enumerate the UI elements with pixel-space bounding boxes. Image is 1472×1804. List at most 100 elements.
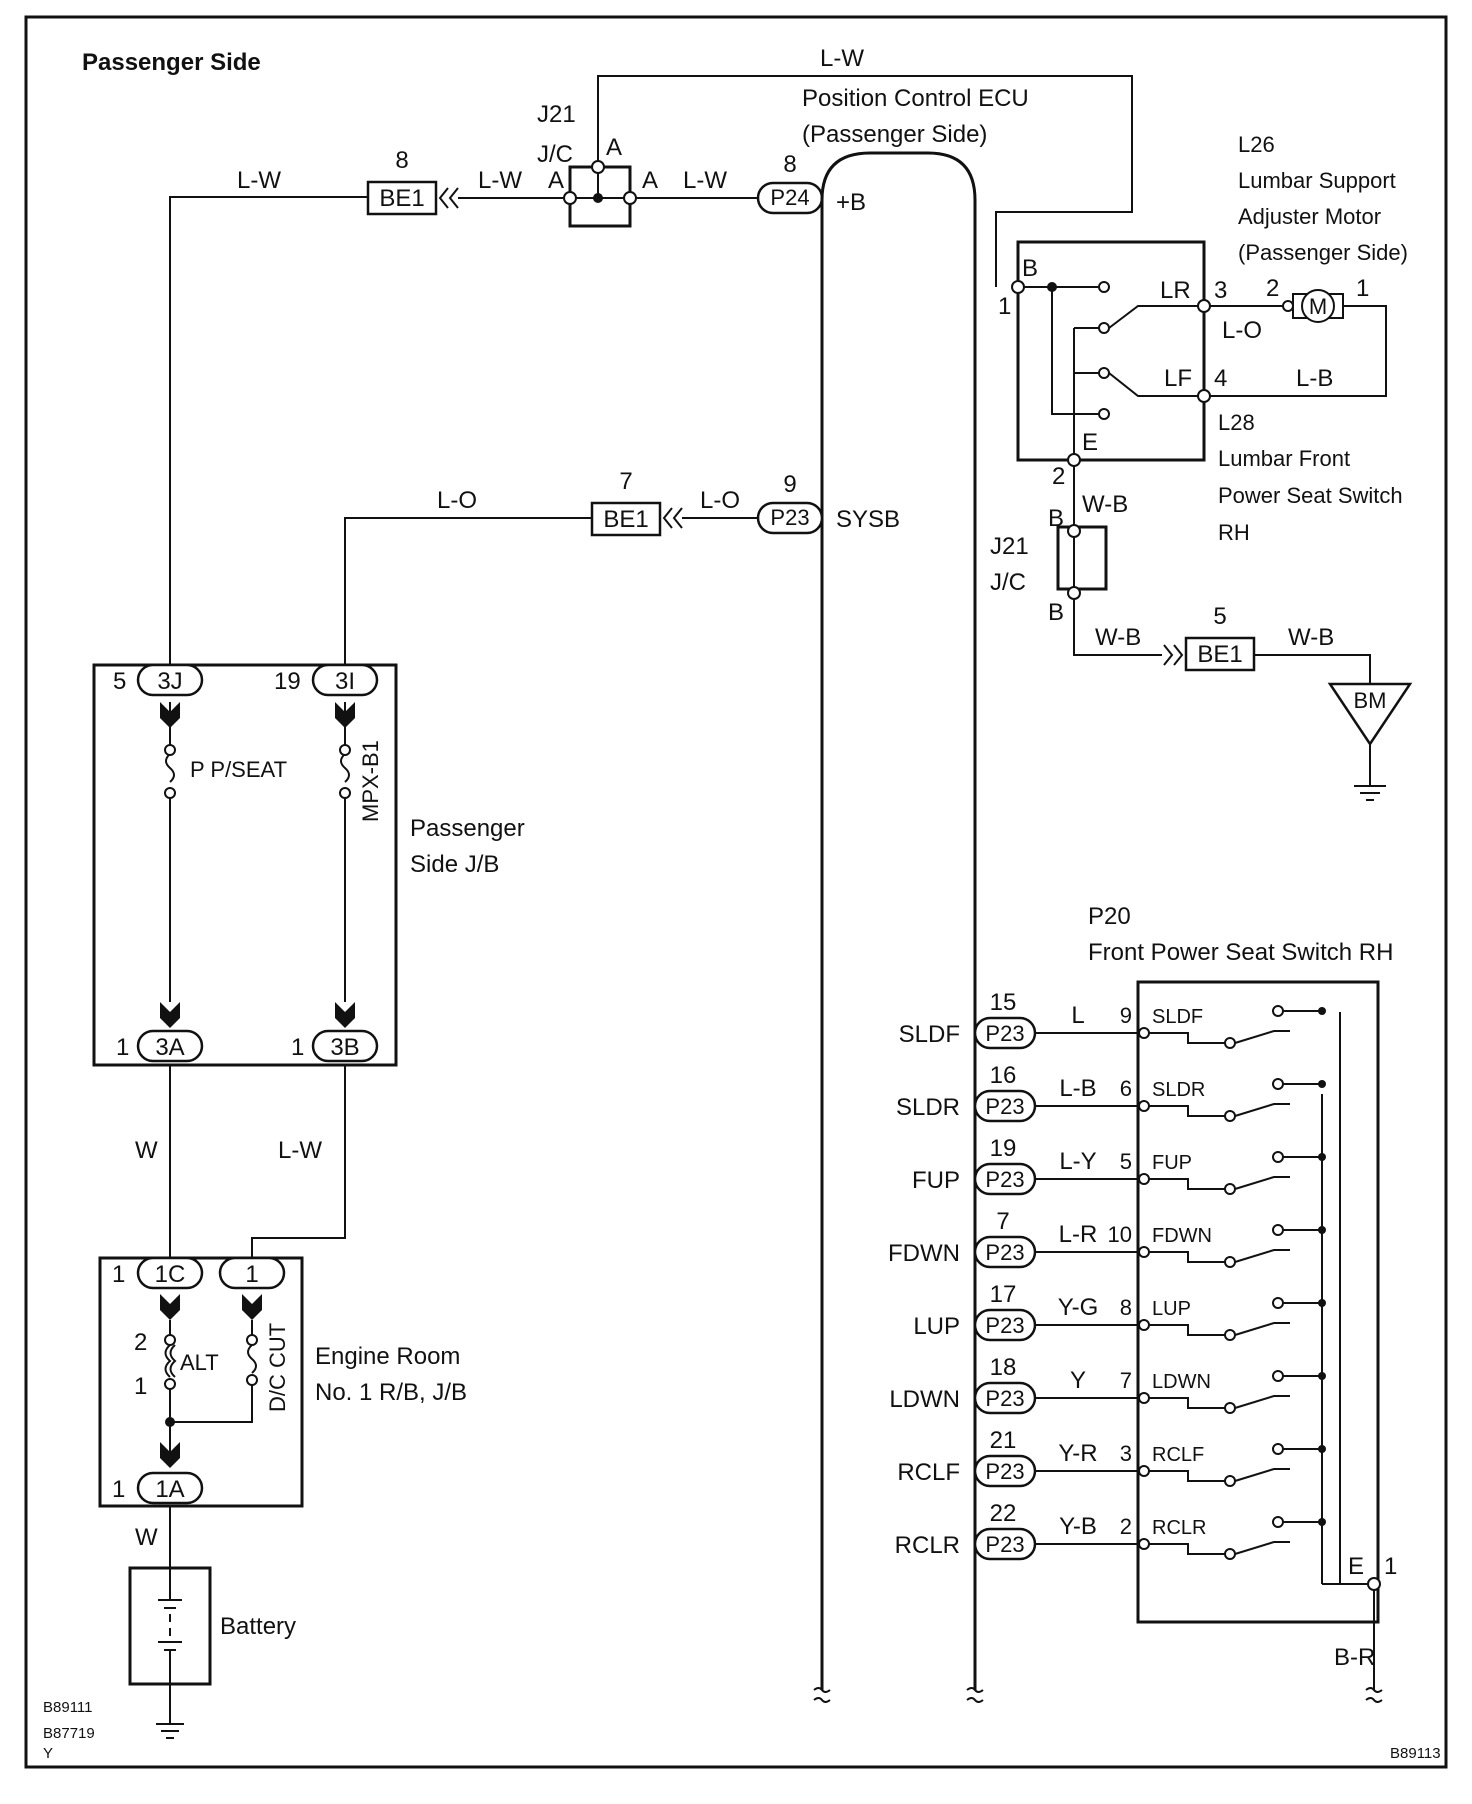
passenger-jb-box — [92, 663, 398, 1067]
lumbar-blade-lr — [1108, 305, 1198, 329]
ground-bm-symbol — [1354, 744, 1386, 801]
connector-3j-label: 3J — [157, 668, 182, 695]
connector-be1-top-label: BE1 — [379, 185, 424, 212]
seat-switch-name: Front Power Seat Switch RH — [1088, 939, 1393, 966]
jb-fuse2-term-bot — [339, 787, 351, 799]
signal-wire-color: L-Y — [1059, 1148, 1096, 1175]
connector-3a-pin: 1 — [116, 1034, 129, 1061]
connector-3i-pin: 19 — [274, 668, 301, 695]
jc-mid-name: J/C — [990, 569, 1026, 596]
signal-internal-wire — [1149, 1397, 1226, 1409]
connector-3j-pin: 5 — [113, 668, 126, 695]
connector-rb-1 — [218, 1256, 286, 1290]
jb-fuse2-arrow-top — [335, 702, 355, 728]
lumbar-term-lr: LR — [1160, 277, 1191, 304]
connector-rb-1-label: 1 — [245, 1261, 258, 1288]
signal-switch-pin: 2 — [1120, 1514, 1132, 1539]
signal-contact-upper — [1272, 1370, 1284, 1382]
wire-lw-left-vertical — [169, 196, 368, 675]
connector-3a-label: 3A — [155, 1034, 184, 1061]
lumbar-term-3 — [1197, 299, 1211, 313]
jb-fuse2-term-top — [339, 744, 351, 756]
signal-switch-label: LDWN — [1152, 1371, 1211, 1393]
wire-label-wb-upper: W-B — [1082, 491, 1128, 518]
connector-be1-mid — [590, 501, 662, 537]
connector-be1-mid-label: BE1 — [603, 506, 648, 533]
wire-lb-motor — [1210, 305, 1387, 397]
signal-internal-wire — [1149, 1543, 1226, 1555]
connector-1c-label: 1C — [155, 1261, 186, 1288]
wire-label-wb-bm: W-B — [1288, 624, 1334, 651]
connector-be1-top — [366, 180, 438, 216]
signal-switch-pin: 5 — [1120, 1149, 1132, 1174]
lumbar-label2: Power Seat Switch — [1218, 483, 1403, 508]
jc-mid-term-b-bot: B — [1048, 599, 1064, 626]
battery-label: Battery — [220, 1613, 296, 1640]
lumbar-switch-box — [1016, 240, 1206, 462]
signal-wire-color: L-B — [1059, 1075, 1096, 1102]
lumbar-junction-b — [1047, 282, 1057, 292]
signal-switch-pin: 7 — [1120, 1368, 1132, 1393]
signal-contact — [1224, 1329, 1236, 1341]
wire-label-wb-lower: W-B — [1095, 624, 1141, 651]
signal-contact — [1224, 1548, 1236, 1560]
signal-terminal — [1138, 1319, 1150, 1331]
signal-name: RCLR — [895, 1532, 960, 1559]
wire-label-lo-motor: L-O — [1222, 317, 1262, 344]
signal-switch-pin: 6 — [1120, 1076, 1132, 1101]
jc-top-term-up — [591, 160, 605, 174]
figure-code-2: B87719 — [43, 1725, 95, 1742]
signal-switch-label: RCLR — [1152, 1517, 1206, 1539]
signal-switch-pin: 9 — [1120, 1003, 1132, 1028]
signal-switch-blade — [1234, 1249, 1290, 1263]
seat-switch-box — [1136, 980, 1380, 1624]
signal-switch-pin: 8 — [1120, 1295, 1132, 1320]
signal-contact — [1224, 1402, 1236, 1414]
signal-connector-label: P23 — [985, 1094, 1024, 1119]
lumbar-pin2: 2 — [1052, 463, 1065, 490]
signal-contact-upper — [1272, 1224, 1284, 1236]
connector-3i — [311, 663, 379, 697]
wire-label-lw-jc-p24: L-W — [683, 167, 727, 194]
connector-be1-mid-pin: 7 — [619, 468, 632, 495]
jc-mid-code: J21 — [990, 533, 1029, 560]
seat-switch-e-pin: 1 — [1384, 1553, 1397, 1580]
wire-label-lw-be1-jc: L-W — [478, 167, 522, 194]
connector-p24-pin: 8 — [783, 151, 796, 178]
battery-symbol — [158, 1568, 182, 1684]
wire-label-lw-top-left: L-W — [237, 167, 281, 194]
connector-1c — [136, 1256, 204, 1290]
signal-connector-label: P23 — [985, 1532, 1024, 1557]
rb-arrow-dc-top — [242, 1294, 262, 1320]
signal-switch-blade — [1234, 1030, 1290, 1044]
jc-top-term-a-up: A — [606, 134, 622, 161]
motor-label3: (Passenger Side) — [1238, 240, 1408, 265]
signal-junction — [1318, 1518, 1326, 1526]
signal-ecu-pin: 18 — [990, 1354, 1017, 1381]
signal-connector-label: P23 — [985, 1459, 1024, 1484]
signal-internal-wire — [1149, 1105, 1226, 1117]
signal-wire-color: Y-R — [1058, 1440, 1097, 1467]
signal-ecu-pin: 15 — [990, 989, 1017, 1016]
signal-switch-blade — [1234, 1468, 1290, 1482]
connector-3b-pin: 1 — [291, 1034, 304, 1061]
lumbar-term-lf: LF — [1164, 365, 1192, 392]
signal-contact-upper — [1272, 1516, 1284, 1528]
lumbar-term-4 — [1197, 389, 1211, 403]
motor-label2: Adjuster Motor — [1238, 204, 1381, 229]
signal-switch-label: FDWN — [1152, 1225, 1212, 1247]
jc-top-term-a-left: A — [548, 167, 564, 194]
jc-mid-box — [1056, 525, 1108, 591]
ground-bm-label: BM — [1354, 688, 1387, 713]
signal-name: FUP — [912, 1167, 960, 1194]
battery-ground — [156, 1684, 184, 1739]
ecu-break-left — [813, 1687, 831, 1703]
signal-junction — [1318, 1445, 1326, 1453]
signal-wire-color: L-R — [1059, 1221, 1098, 1248]
wire-lw-3b-1 — [251, 1065, 346, 1263]
signal-internal-wire — [1149, 1178, 1226, 1190]
signal-internal-wire — [1149, 1324, 1226, 1336]
connector-p24-label: P24 — [770, 185, 809, 210]
lumbar-contact-bot — [1098, 408, 1110, 420]
rb-alt-pin1: 1 — [134, 1373, 147, 1400]
